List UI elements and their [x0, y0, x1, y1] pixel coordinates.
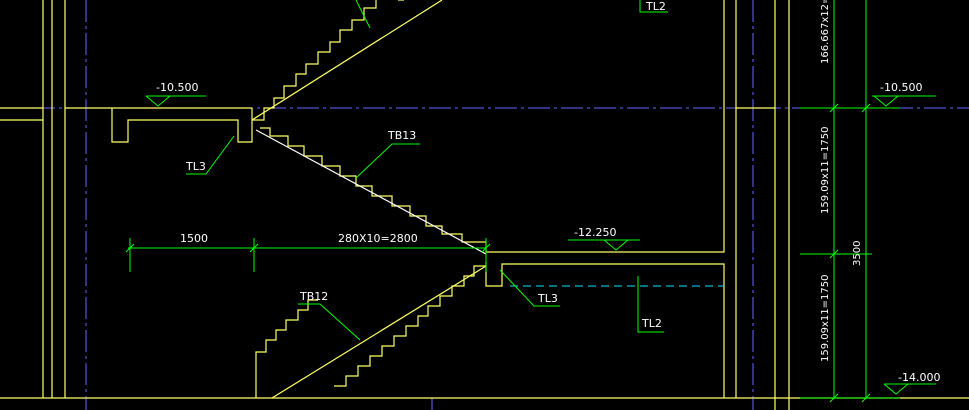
label-tb12: TB12 — [299, 290, 328, 303]
dim-landing-width: 1500 — [180, 232, 208, 245]
run-tick-1 — [125, 243, 135, 253]
labels: TL2 -10.500 TL3 TB13 1500 280X10=2800 -1… — [156, 0, 940, 384]
label-tl3-mid: TL3 — [537, 292, 558, 305]
tb13-leader — [355, 143, 420, 179]
dim-top-flight: 166.667x12=20 — [820, 0, 831, 64]
level-left-triangle — [145, 95, 171, 107]
tl2-bottom-leader — [637, 276, 664, 333]
vtick-4 — [861, 103, 871, 113]
dim-low-flight: 159.09x11=1750 — [820, 275, 831, 362]
vtick-1 — [829, 103, 839, 113]
label-tl3-left: TL3 — [185, 160, 206, 173]
level-right-top-value: -10.500 — [880, 81, 922, 94]
mid-landing-top — [486, 0, 725, 253]
dim-mid-flight: 159.09x11=1750 — [820, 127, 831, 214]
tl2-top-leader — [639, 0, 668, 13]
upper-landing-slab — [111, 108, 253, 143]
level-right-bottom-triangle — [883, 383, 909, 395]
label-tl2-top: TL2 — [645, 0, 666, 13]
lower-flight-steps-upper — [334, 265, 486, 387]
label-tl2-bottom: TL2 — [641, 317, 662, 330]
vtick-3 — [829, 393, 839, 403]
upper-flight-leader — [355, 0, 371, 29]
dimension-lines — [125, 0, 936, 403]
run-tick-2 — [249, 243, 259, 253]
level-right-bottom-value: -14.000 — [898, 371, 940, 384]
middle-flight-steps — [260, 127, 487, 252]
tl3-mid-leader — [499, 269, 560, 307]
label-tb13: TB13 — [387, 129, 416, 142]
level-mid-triangle — [603, 239, 629, 251]
middle-flight-slope-line — [255, 129, 487, 255]
tl3-left-leader — [186, 135, 235, 175]
dim-total-height: 3500 — [852, 241, 863, 266]
vtick-5 — [861, 393, 871, 403]
upper-flight-soffit — [251, 0, 443, 121]
level-right-top-triangle — [873, 95, 899, 107]
lower-flight-steps-lower — [255, 299, 318, 398]
upper-flight-steps — [252, 0, 377, 121]
lower-flight-soffit — [271, 265, 487, 399]
level-mid-value: -12.250 — [574, 226, 616, 239]
tb12-leader — [298, 303, 361, 341]
level-left-value: -10.500 — [156, 81, 198, 94]
run-tick-3 — [481, 243, 491, 253]
dim-run: 280X10=2800 — [338, 232, 418, 245]
vtick-2 — [829, 249, 839, 259]
